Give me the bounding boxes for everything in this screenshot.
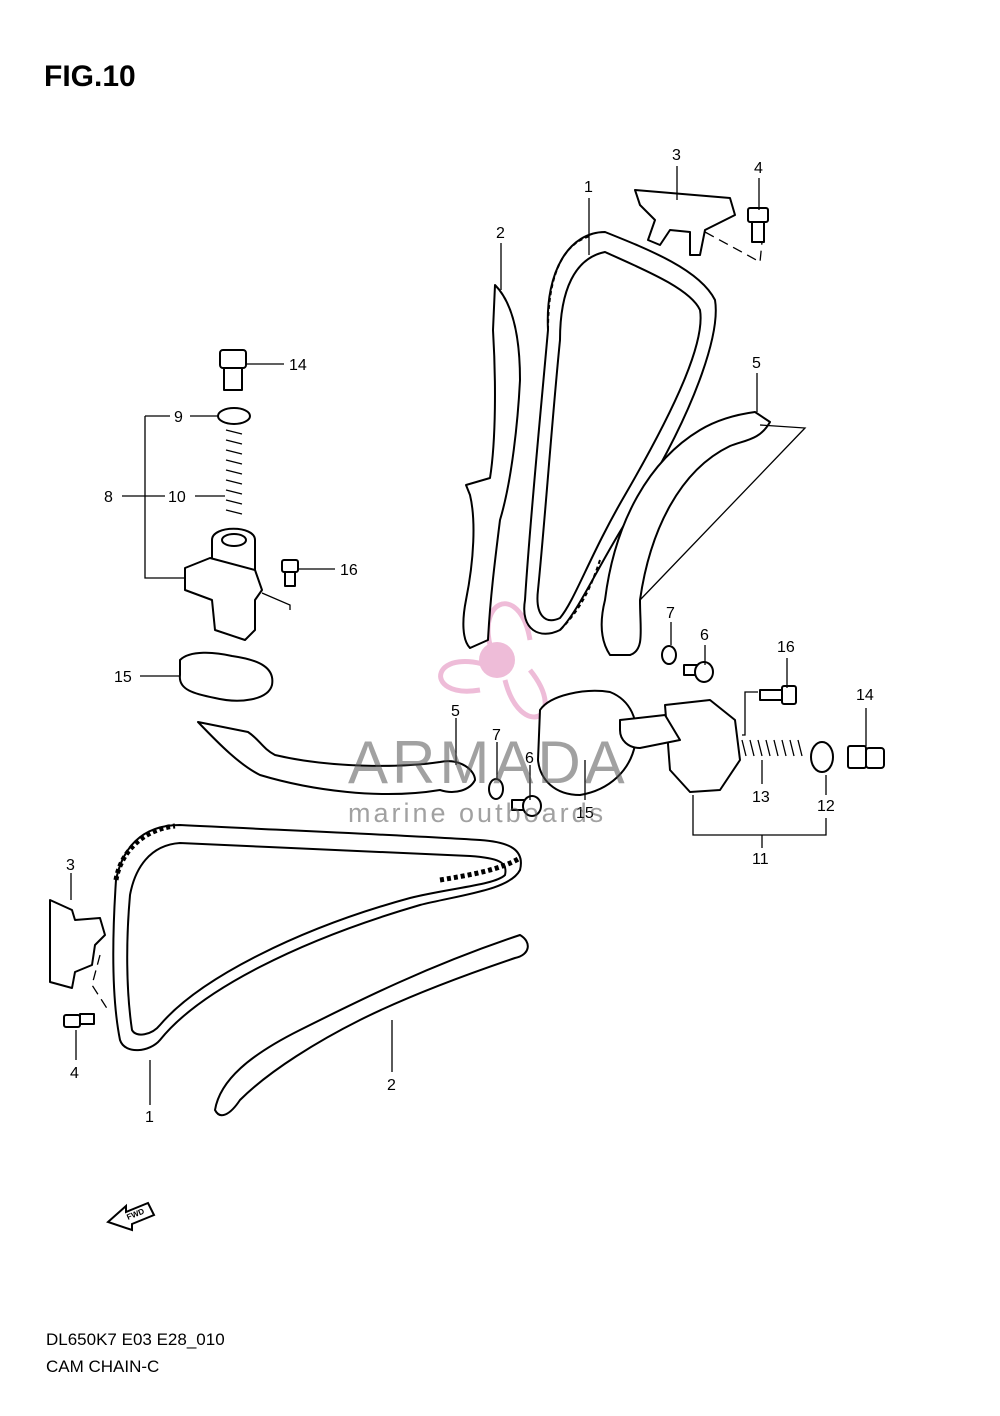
cam-chain-guide-upper [462, 284, 521, 649]
washer-12 [810, 741, 834, 773]
washer-9 [217, 407, 251, 425]
cam-chain-guide-lower [214, 934, 529, 1117]
callout-12: 12 [817, 798, 835, 815]
tensioner-plunger [619, 714, 681, 749]
bolt-16-right [759, 685, 797, 705]
bolt-bottom-leader [91, 954, 109, 1011]
callout-16-left: 16 [340, 562, 358, 579]
watermark-brand: ARMADA [348, 729, 629, 796]
callout-2-lower: 2 [387, 1077, 396, 1094]
cam-chain-lower [112, 823, 522, 1052]
callout-6-lower: 6 [525, 750, 534, 767]
callout-7-upper: 7 [666, 605, 675, 622]
callout-13: 13 [752, 789, 770, 806]
bolt-bottom [63, 1013, 95, 1028]
plug-bolt-14 [219, 349, 247, 369]
plug-bolt-14-right [847, 745, 885, 769]
spring-10 [225, 429, 243, 515]
washer-7-upper [661, 645, 677, 665]
washer-7-lower [488, 778, 504, 800]
chain-tensioner-lower [197, 721, 476, 796]
callout-10: 10 [168, 489, 186, 506]
bolt-6-upper [683, 661, 714, 683]
chain-guide-bracket-bottom [49, 899, 106, 989]
tensioner-flange-left [184, 557, 263, 641]
leader-lines [70, 166, 867, 1105]
callout-15-left: 15 [114, 669, 132, 686]
chain-guide-bracket-top [634, 189, 736, 256]
tensioner-upper-shadow [639, 424, 807, 601]
callout-9: 9 [174, 409, 183, 426]
figure-title: FIG.10 [44, 60, 136, 93]
tensioner-body-right [664, 699, 741, 793]
model-code: DL650K7 E03 E28_010 [46, 1330, 225, 1349]
callout-labels: 1 2 3 4 5 7 6 16 14 13 12 11 14 9 8 10 1… [66, 147, 874, 1126]
tensioner-assembly-left [184, 349, 263, 641]
section-name: CAM CHAIN-C [46, 1357, 160, 1376]
bolt-top-leader [704, 231, 763, 264]
callout-11: 11 [752, 851, 769, 868]
bolt-16-leader [261, 592, 291, 610]
plug-bolt-thread [223, 367, 243, 391]
callout-1-lower: 1 [145, 1109, 154, 1126]
callout-5-lower: 5 [451, 703, 460, 720]
bolt-16-right-leader [742, 691, 758, 736]
watermark-propeller-icon [438, 601, 548, 720]
callout-1-upper: 1 [584, 179, 593, 196]
callout-8: 8 [104, 489, 113, 506]
bolt-6-lower [511, 795, 542, 817]
tensioner-assembly-right [619, 685, 885, 793]
watermark-tagline: marine outboards [348, 798, 607, 828]
callout-7-lower: 7 [492, 727, 501, 744]
spring-13 [741, 739, 803, 757]
fwd-arrow-icon: FWD [106, 1201, 156, 1232]
callout-6-upper: 6 [700, 627, 709, 644]
callout-14-left: 14 [289, 357, 307, 374]
callout-4-upper: 4 [754, 160, 763, 177]
callout-15-right: 15 [576, 805, 594, 822]
callout-5-upper: 5 [752, 355, 761, 372]
bolt-top [747, 207, 769, 243]
callout-4-lower: 4 [70, 1065, 79, 1082]
bolt-16-left [281, 559, 299, 587]
gasket-15-left [178, 651, 274, 702]
callout-3-lower: 3 [66, 857, 75, 874]
callout-14-right: 14 [856, 687, 874, 704]
callout-2-upper: 2 [496, 225, 505, 242]
chain-tensioner-upper [600, 411, 771, 656]
callout-16-right: 16 [777, 639, 795, 656]
callout-3-upper: 3 [672, 147, 681, 164]
